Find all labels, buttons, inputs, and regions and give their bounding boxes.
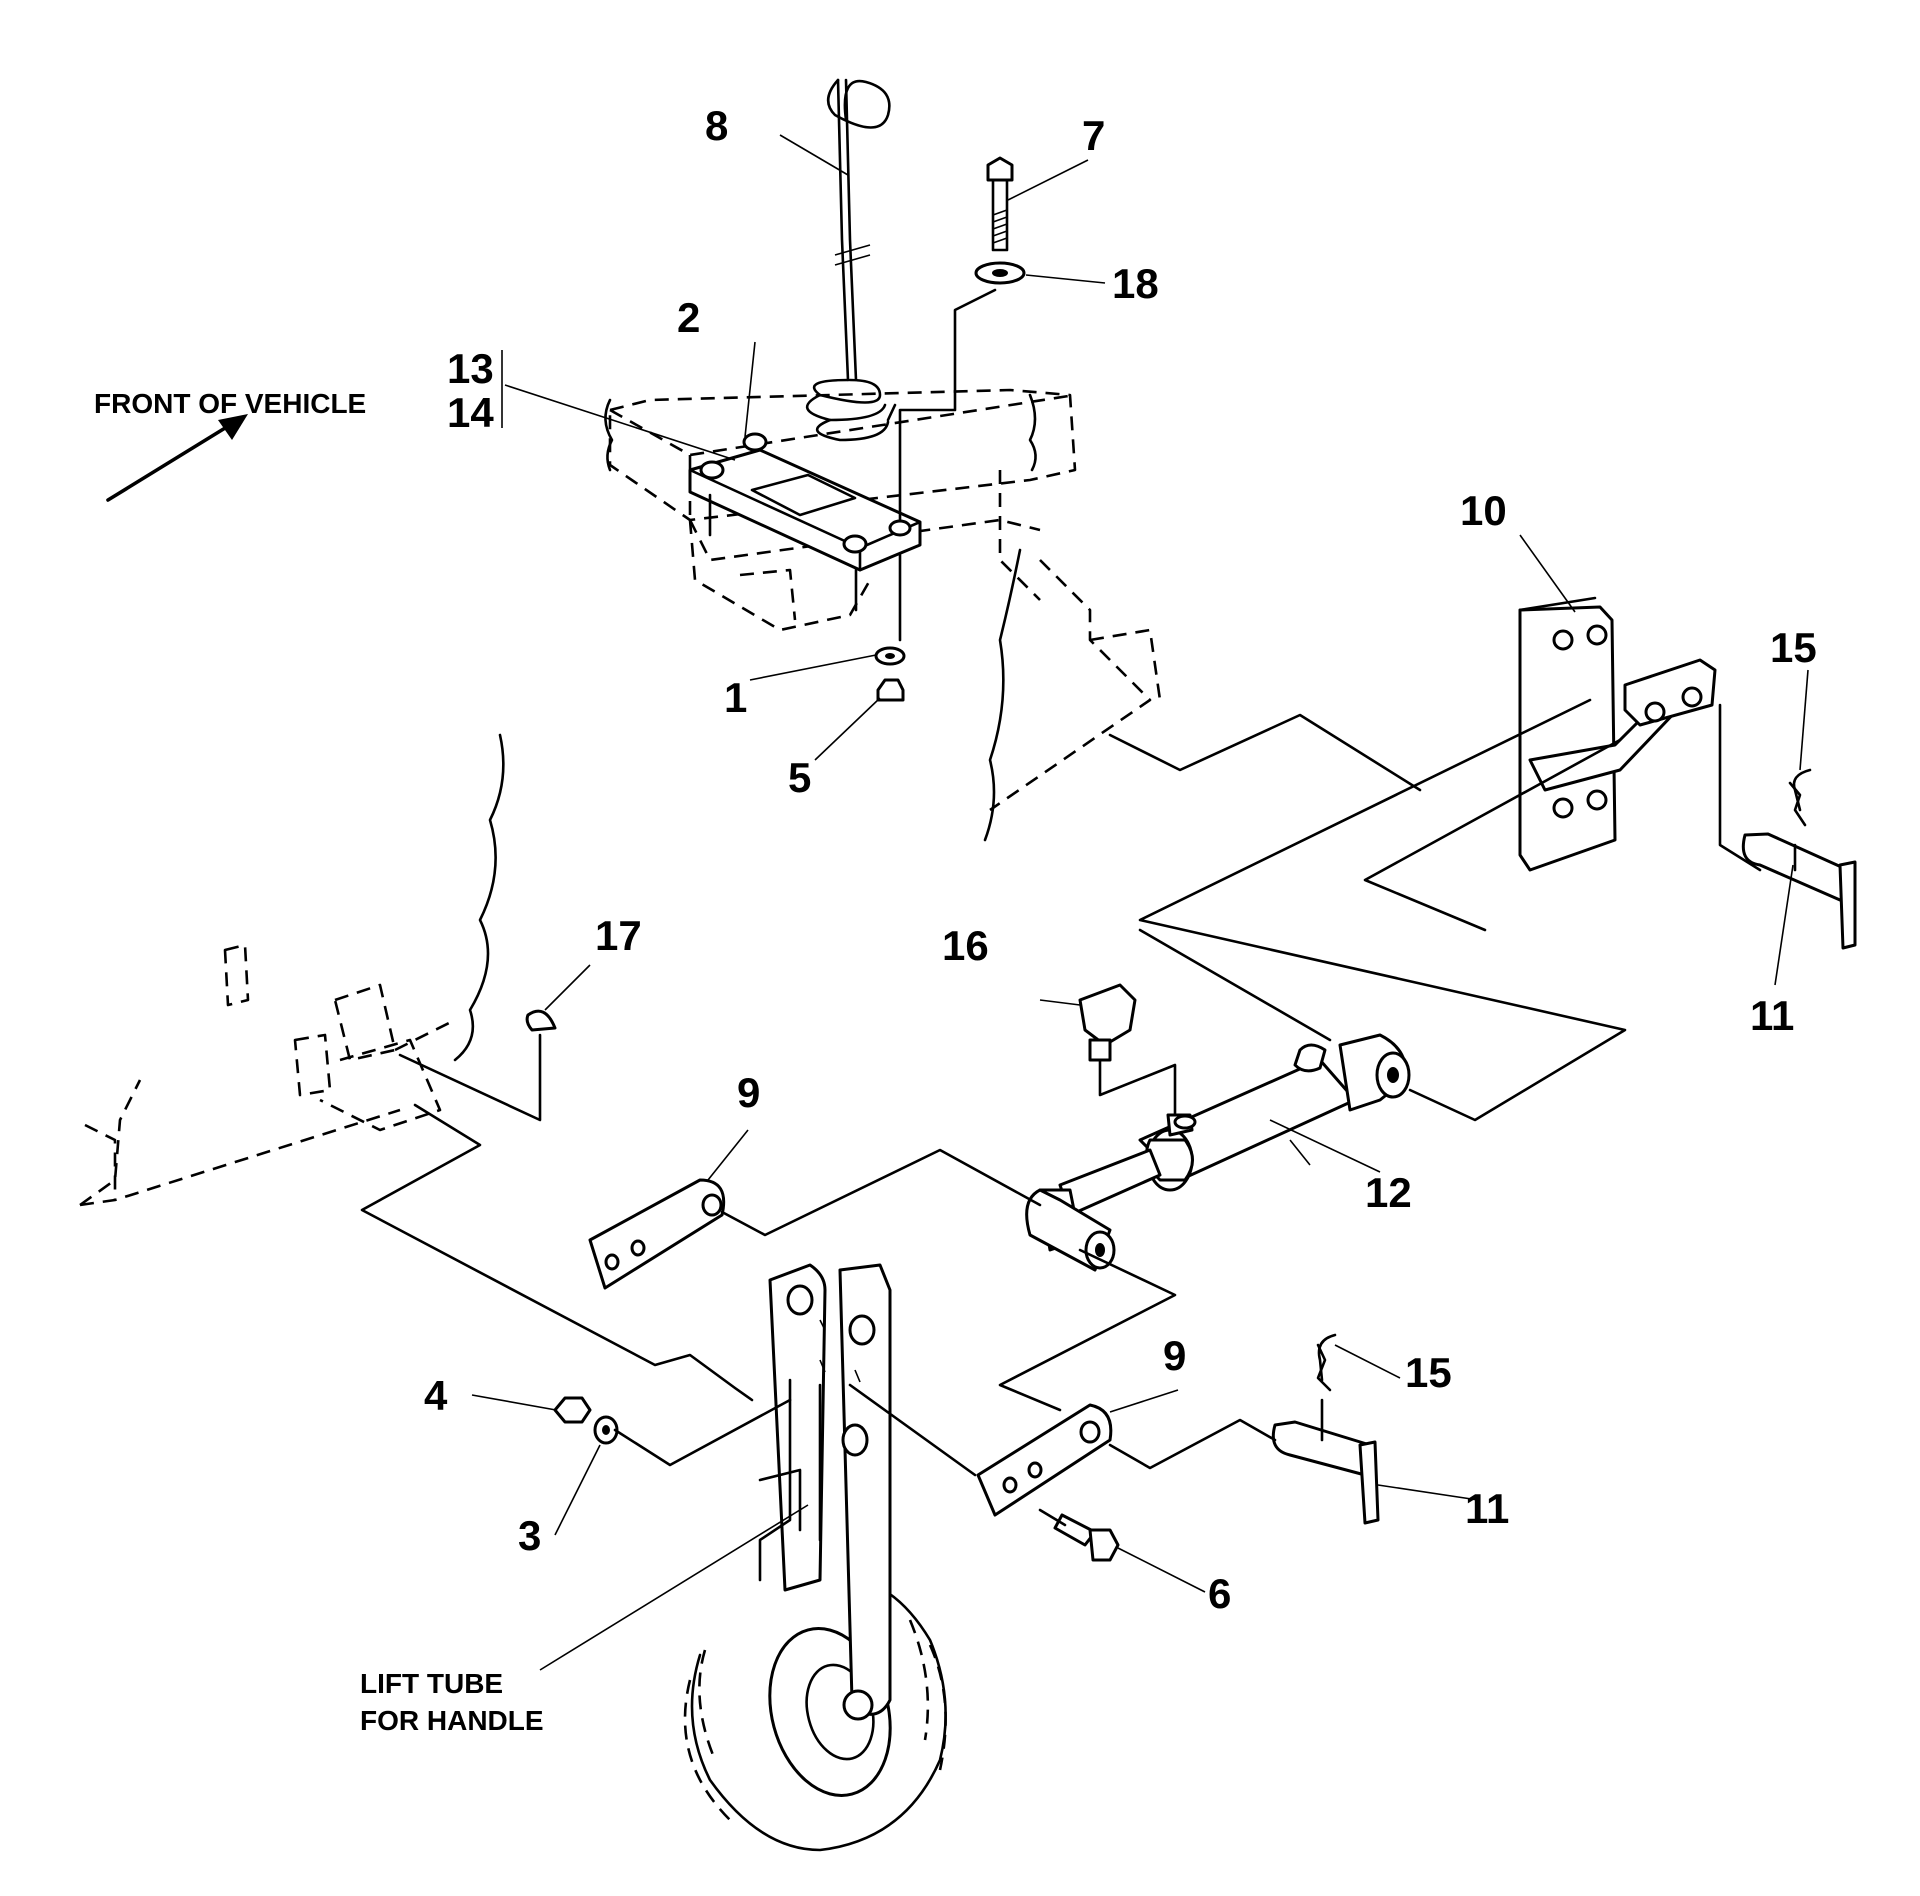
- callout-1: 1: [724, 674, 747, 721]
- caster-wheel-assembly: [683, 1263, 947, 1852]
- callout-16: 16: [942, 922, 989, 969]
- woodruff-key: [525, 1009, 557, 1032]
- callout-11-upper: 11: [1750, 992, 1794, 1039]
- washer-and-nut: [874, 646, 906, 702]
- callout-10: 10: [1460, 487, 1507, 534]
- leader-lines: [471, 134, 1809, 1671]
- callout-3: 3: [518, 1512, 541, 1559]
- callout-9-upper: 9: [737, 1069, 760, 1116]
- callout-8: 8: [705, 102, 728, 149]
- callout-labels: 1 2 3 4 5 6 7 8 9 9 10 11 11 12 13 14 15…: [424, 102, 1817, 1617]
- assembly-guide-lines: [360, 698, 1627, 1527]
- lock-pin: [806, 78, 897, 442]
- callout-2: 2: [677, 294, 700, 341]
- callout-7: 7: [1082, 112, 1105, 159]
- callout-15-lower: 15: [1405, 1349, 1452, 1396]
- clevis-pin-upper: [1718, 703, 1857, 950]
- lift-tube-label-line2: FOR HANDLE: [360, 1705, 544, 1736]
- callout-4: 4: [424, 1372, 448, 1419]
- callout-14: 14: [447, 389, 494, 436]
- clevis-pin-lower: [1271, 1333, 1380, 1525]
- callout-17: 17: [595, 912, 642, 959]
- hydraulic-cylinder: [1025, 1033, 1411, 1272]
- callout-12: 12: [1365, 1169, 1412, 1216]
- callout-18: 18: [1112, 260, 1159, 307]
- callout-13: 13: [447, 345, 494, 392]
- vehicle-frame: [79, 388, 1162, 1207]
- callout-9-lower: 9: [1163, 1332, 1186, 1379]
- lift-tube-note: LIFT TUBE FOR HANDLE: [360, 1668, 544, 1736]
- callout-6: 6: [1208, 1570, 1231, 1617]
- callout-11-lower: 11: [1465, 1485, 1509, 1532]
- callout-15-upper: 15: [1770, 624, 1817, 671]
- hitch-bracket: [1518, 596, 1717, 872]
- callout-5: 5: [788, 754, 811, 801]
- front-of-vehicle-label: FRONT OF VEHICLE: [94, 388, 366, 419]
- hex-bolt: [1053, 1513, 1120, 1562]
- mounting-plate: [688, 432, 922, 632]
- link-plate-lower: [976, 1403, 1113, 1517]
- link-plate-upper: [588, 1178, 726, 1290]
- bolt-and-washer: [898, 156, 1026, 642]
- elbow-fitting: [1078, 983, 1177, 1117]
- lift-tube-label-line1: LIFT TUBE: [360, 1668, 503, 1699]
- nut-and-washer: [553, 1396, 619, 1445]
- front-arrow: FRONT OF VEHICLE: [94, 388, 366, 502]
